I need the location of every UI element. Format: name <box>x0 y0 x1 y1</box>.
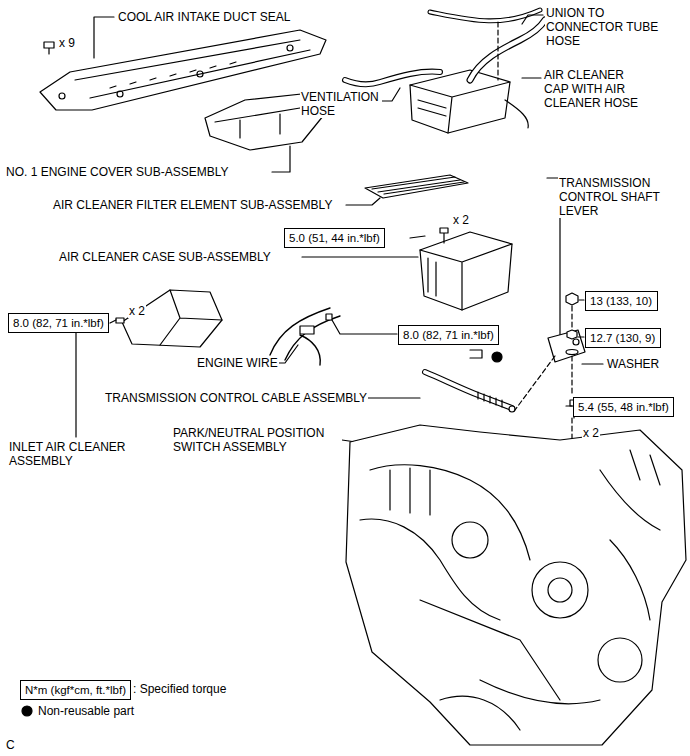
torque-box: 8.0 (82, 71 in.*lbf) <box>398 325 499 345</box>
torque-value: 8.0 (82, 71 in.*lbf) <box>403 329 494 341</box>
torque-value: 5.0 (51, 44 in.*lbf) <box>289 232 380 244</box>
part-name: AIR CLEANER CASE SUB-ASSEMBLY <box>58 250 272 264</box>
torque-box: 8.0 (82, 71 in.*lbf) <box>8 313 109 333</box>
part-name: INLET AIR CLEANER ASSEMBLY <box>8 440 142 468</box>
part-name: PARK/NEUTRAL POSITION SWITCH ASSEMBLY <box>172 426 342 454</box>
torque-value: 5.4 (55, 48 in.*lbf) <box>578 401 669 413</box>
legend-symbol <box>22 706 32 716</box>
torque-box: 12.7 (130, 9) <box>585 328 661 348</box>
quantity-label: x 2 <box>582 426 600 440</box>
quantity-label: x 2 <box>452 213 470 227</box>
quantity-label: x 9 <box>58 36 76 50</box>
part-name: TRANSMISSION CONTROL SHAFT LEVER <box>558 176 670 218</box>
part-name: UNION TO CONNECTOR TUBE HOSE <box>545 6 682 48</box>
torque-box: 5.0 (51, 44 in.*lbf) <box>284 228 385 248</box>
torque-value: 8.0 (82, 71 in.*lbf) <box>13 317 104 329</box>
torque-value: N*m (kgf*cm, ft.*lbf) <box>25 684 126 696</box>
legend-text: : Specified torque <box>132 682 227 696</box>
part-name: AIR CLEANER CAP WITH AIR CLEANER HOSE <box>543 68 640 110</box>
part-name: ENGINE WIRE <box>196 356 279 370</box>
torque-box: 5.4 (55, 48 in.*lbf) <box>573 397 674 417</box>
legend-text: Non-reusable part <box>37 704 135 718</box>
torque-value: 12.7 (130, 9) <box>590 332 655 344</box>
part-name: AIR CLEANER FILTER ELEMENT SUB-ASSEMBLY <box>52 198 333 212</box>
part-name: WASHER <box>606 357 660 371</box>
torque-value: 13 (133, 10) <box>590 295 652 307</box>
part-name: COOL AIR INTAKE DUCT SEAL <box>117 10 292 24</box>
quantity-label: x 2 <box>128 304 146 318</box>
part-name: NO. 1 ENGINE COVER SUB-ASSEMBLY <box>5 165 230 179</box>
part-name: TRANSMISSION CONTROL CABLE ASSEMBLY <box>104 391 368 405</box>
legend-torque-box: N*m (kgf*cm, ft.*lbf) <box>20 680 131 700</box>
figure-code: C <box>5 738 16 752</box>
torque-box: 13 (133, 10) <box>585 291 658 311</box>
part-name: VENTILATION HOSE <box>300 90 382 118</box>
